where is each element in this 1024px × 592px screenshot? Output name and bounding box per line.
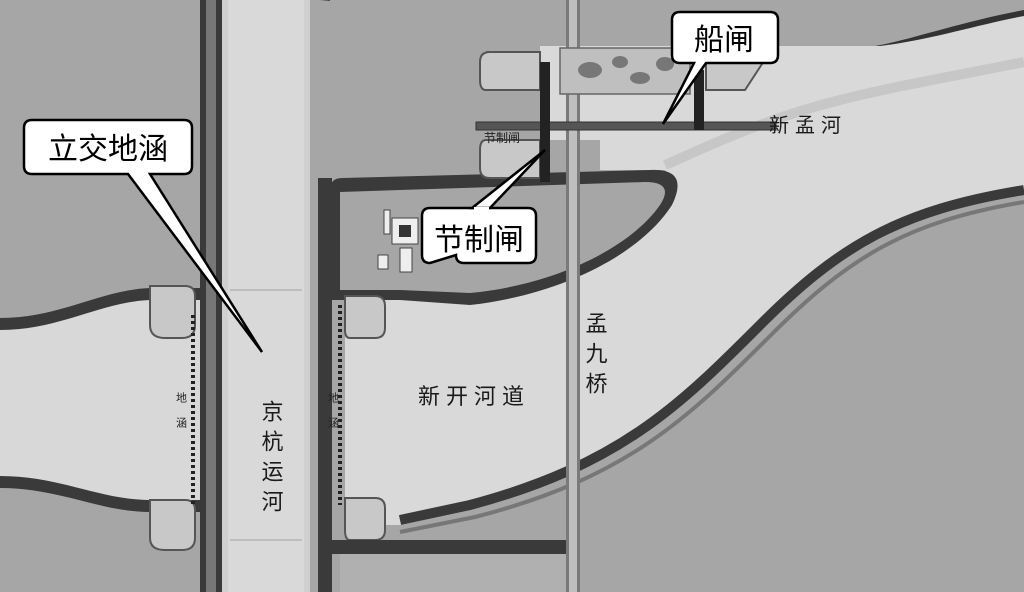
label-culvert-right: 地涵: [327, 392, 340, 442]
label-interchange-culvert: 立交地涵: [48, 132, 168, 167]
label-ship-lock: 船闸: [694, 23, 754, 58]
label-grand-canal: 京杭运河: [258, 400, 284, 520]
label-new-channel: 新开河道: [418, 385, 530, 410]
label-mengjiu-bridge: 孟九桥: [582, 312, 608, 402]
label-xinmeng-river: 新孟河: [769, 113, 847, 137]
check-gate-structure: [540, 62, 550, 182]
new-channel-water: [345, 16, 1024, 525]
label-check-gate-small: 节制闸: [484, 131, 520, 145]
ship-lock-gate: [694, 70, 704, 130]
callout-ship-lock: [661, 10, 780, 125]
label-culvert-left: 地涵: [175, 392, 188, 442]
road-across-lock: [475, 121, 777, 131]
label-check-gate-callout: 节制闸: [434, 223, 524, 258]
left-channel-water: [0, 300, 200, 500]
callout-interchange-culvert: [22, 118, 264, 353]
